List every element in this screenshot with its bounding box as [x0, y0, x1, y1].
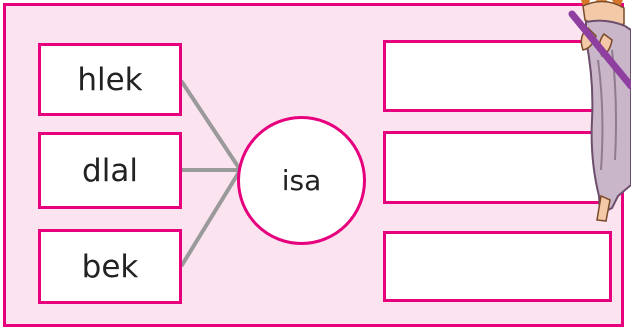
answer-box-2[interactable] [383, 131, 612, 204]
word-label-2: dlal [82, 152, 138, 189]
word-box-3: bek [38, 229, 182, 304]
word-box-1: hlek [38, 43, 182, 116]
word-label-3: bek [81, 248, 139, 285]
word-label-1: hlek [77, 61, 143, 98]
center-word-label: isa [281, 164, 322, 197]
word-box-2: dlal [38, 132, 182, 209]
answer-box-3[interactable] [383, 231, 612, 302]
answer-box-1[interactable] [383, 40, 612, 112]
center-word-circle: isa [237, 116, 366, 245]
